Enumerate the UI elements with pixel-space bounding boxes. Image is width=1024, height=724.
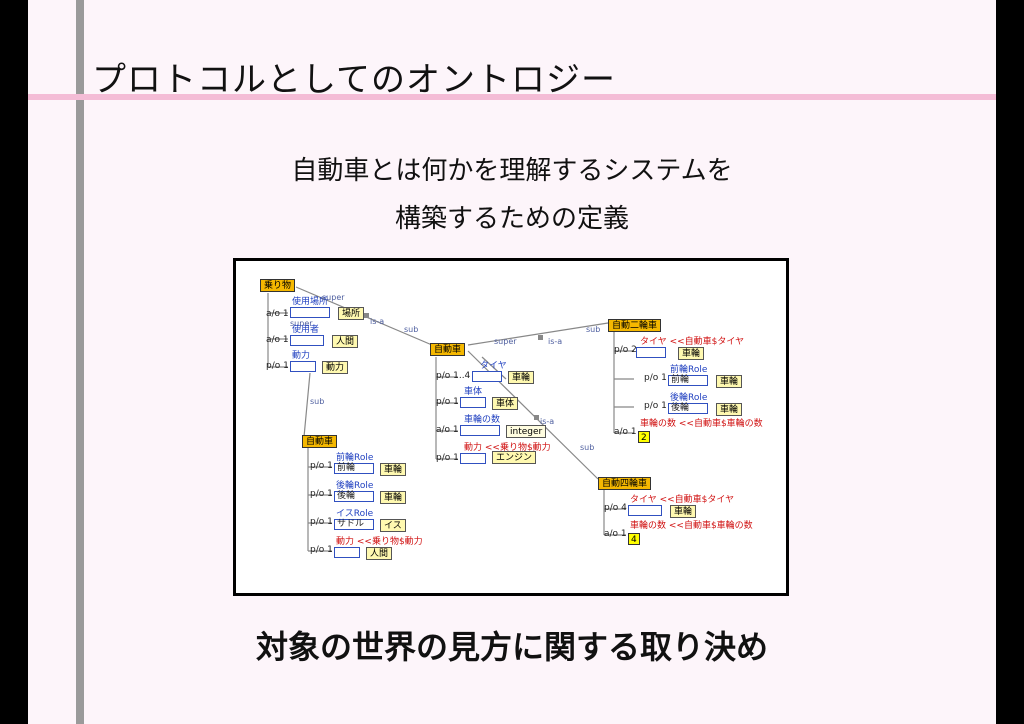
- role-label: 車体: [464, 387, 483, 397]
- slot-box[interactable]: [636, 347, 666, 358]
- class-box[interactable]: integer: [506, 425, 547, 438]
- role-label: 車輪の数: [464, 415, 501, 425]
- class-box[interactable]: 人間: [332, 335, 359, 348]
- card-label: a/o 1: [266, 309, 289, 319]
- role-label: 使用者: [292, 325, 320, 335]
- role-label: タイヤ <<自動車$タイヤ: [640, 337, 745, 347]
- card-label: a/o 1: [604, 529, 627, 539]
- class-box[interactable]: エンジン: [492, 451, 537, 464]
- class-box[interactable]: 車輪: [716, 403, 743, 416]
- link-label-isa: is-a: [370, 317, 385, 326]
- role-label: 動力 <<乗り物$動力: [464, 443, 551, 453]
- card-label: p/o 2: [614, 345, 637, 355]
- left-accent-bar: [76, 0, 84, 724]
- card-label: p/o 1: [310, 461, 333, 471]
- card-label: p/o 1..4: [436, 371, 471, 381]
- slot-box[interactable]: [628, 505, 662, 516]
- class-box[interactable]: 車輪: [678, 347, 705, 360]
- role-label: タイヤ: [480, 361, 507, 371]
- link-label-isa: is-a: [548, 337, 563, 346]
- card-label: p/o 4: [604, 503, 627, 513]
- card-label: p/o 1: [644, 373, 667, 383]
- class-box[interactable]: 人間: [366, 547, 393, 560]
- role-label: 車輪の数 <<自動車$車輪の数: [630, 521, 753, 531]
- slot-box[interactable]: [334, 547, 360, 558]
- role-label: 前輪Role: [670, 365, 708, 375]
- link-label-isa: is-a: [540, 417, 555, 426]
- class-box[interactable]: 車輪: [380, 491, 407, 504]
- class-box[interactable]: 車輪: [670, 505, 697, 518]
- slot-box[interactable]: 前輪: [334, 463, 374, 474]
- concept-norimono[interactable]: 乗り物: [260, 279, 296, 292]
- role-label: イスRole: [336, 509, 374, 519]
- card-label: p/o 1: [644, 401, 667, 411]
- role-label: 動力 <<乗り物$動力: [336, 537, 423, 547]
- diagram-lines: [267, 286, 634, 552]
- title-underline: [28, 94, 996, 100]
- value-box[interactable]: 2: [638, 431, 650, 443]
- slot-box[interactable]: サドル: [334, 519, 374, 530]
- role-label: タイヤ <<自動車$タイヤ: [630, 495, 735, 505]
- class-box[interactable]: 場所: [338, 307, 365, 320]
- card-label: p/o 1: [310, 545, 333, 555]
- slot-box[interactable]: [460, 425, 500, 436]
- role-label: 後輪Role: [670, 393, 708, 403]
- class-box[interactable]: 車輪: [716, 375, 743, 388]
- card-label: a/o 1: [436, 425, 459, 435]
- link-label-sub: sub: [586, 325, 601, 334]
- role-label: 後輪Role: [336, 481, 374, 491]
- link-label-sub: sub: [310, 397, 325, 406]
- ontology-diagram: 乗り物 a/o 1 使用場所 場所 super super is-a sub a…: [233, 258, 789, 596]
- link-label-super: super: [494, 337, 517, 346]
- class-box[interactable]: 車体: [492, 397, 519, 410]
- link-label-super: super: [290, 319, 313, 328]
- role-label: 動力: [292, 351, 311, 361]
- concept-jidousha-center[interactable]: 自動車: [430, 343, 466, 356]
- card-label: p/o 1: [436, 453, 459, 463]
- slot-box[interactable]: [290, 335, 324, 346]
- class-box[interactable]: 動力: [322, 361, 349, 374]
- subtitle-line-2: 構築するための定義: [394, 204, 629, 234]
- slide-title: プロトコルとしてのオントロジー: [92, 60, 616, 100]
- slot-box[interactable]: 前輪: [668, 375, 708, 386]
- subtitle-line-1: 自動車とは何かを理解するシステムを: [291, 156, 733, 186]
- slot-box[interactable]: 後輪: [334, 491, 374, 502]
- card-label: p/o 1: [266, 361, 289, 371]
- concept-nirin[interactable]: 自動二輪車: [608, 319, 662, 332]
- link-label-sub: sub: [580, 443, 595, 452]
- card-label: a/o 1: [266, 335, 289, 345]
- slot-box[interactable]: [460, 397, 486, 408]
- card-label: p/o 1: [436, 397, 459, 407]
- slot-box[interactable]: [472, 371, 502, 382]
- link-label-super: super: [322, 293, 345, 302]
- card-label: a/o 1: [614, 427, 637, 437]
- value-box[interactable]: 4: [628, 533, 640, 545]
- concept-jidousha-left[interactable]: 自動車: [302, 435, 338, 448]
- link-label-sub: sub: [404, 325, 419, 334]
- slot-box[interactable]: [290, 307, 330, 318]
- card-label: p/o 1: [310, 489, 333, 499]
- class-box[interactable]: 車輪: [380, 463, 407, 476]
- card-label: p/o 1: [310, 517, 333, 527]
- class-box[interactable]: イス: [380, 519, 406, 532]
- role-label: 使用場所: [292, 297, 329, 307]
- slot-box[interactable]: [460, 453, 486, 464]
- role-label: 車輪の数 <<自動車$車輪の数: [640, 419, 763, 429]
- role-label: 前輪Role: [336, 453, 374, 463]
- slide-footer: 対象の世界の見方に関する取り決め: [255, 628, 768, 666]
- slot-box[interactable]: [290, 361, 316, 372]
- slot-box[interactable]: 後輪: [668, 403, 708, 414]
- class-box[interactable]: 車輪: [508, 371, 535, 384]
- concept-yonrin[interactable]: 自動四輪車: [598, 477, 652, 490]
